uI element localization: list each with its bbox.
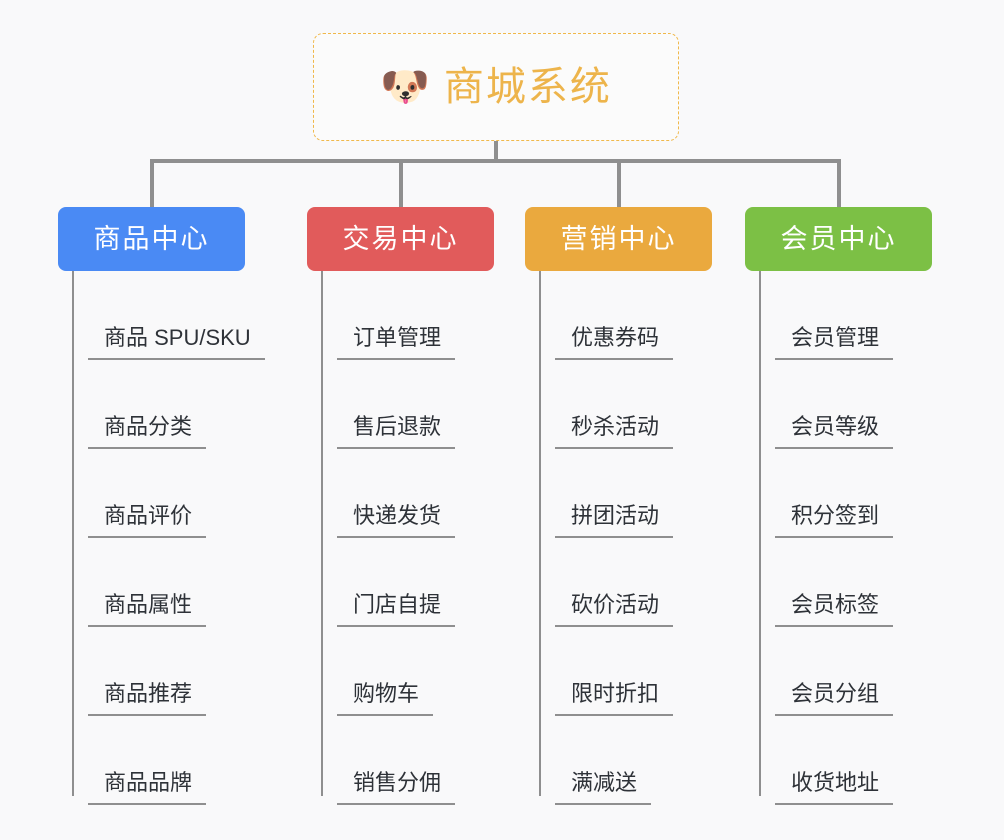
leaf-item[interactable]: 限时折扣 xyxy=(525,627,712,716)
leaf-label: 商品属性 xyxy=(88,594,207,627)
leaf-label: 满减送 xyxy=(555,772,652,805)
leaf-item[interactable]: 会员标签 xyxy=(745,538,932,627)
leaf-item[interactable]: 砍价活动 xyxy=(525,538,712,627)
category-label: 商品中心 xyxy=(93,223,210,254)
category-label: 交易中心 xyxy=(342,223,459,254)
connector-drop-1 xyxy=(150,159,154,209)
root-node[interactable]: 🐶 商城系统 xyxy=(313,33,679,141)
leaf-label: 会员管理 xyxy=(775,327,894,360)
leaf-trunk xyxy=(72,271,74,796)
connector-drop-3 xyxy=(617,159,621,209)
leaf-label: 秒杀活动 xyxy=(555,416,674,449)
leaf-label: 商品 SPU/SKU xyxy=(88,327,265,360)
leaf-item[interactable]: 会员管理 xyxy=(745,271,932,360)
leaf-label: 商品品牌 xyxy=(88,772,207,805)
category-column-trade-center: 交易中心 订单管理 售后退款 快递发货 门店自提 购物车 销售分佣 xyxy=(307,207,494,805)
leaf-trunk xyxy=(759,271,761,796)
leaf-list-product-center: 商品 SPU/SKU 商品分类 商品评价 商品属性 商品推荐 商品品牌 xyxy=(58,271,265,805)
leaf-item[interactable]: 门店自提 xyxy=(307,538,494,627)
leaf-label: 优惠券码 xyxy=(555,327,674,360)
leaf-item[interactable]: 会员等级 xyxy=(745,360,932,449)
leaf-item[interactable]: 商品分类 xyxy=(58,360,245,449)
leaf-item[interactable]: 商品品牌 xyxy=(58,716,245,805)
leaf-label: 限时折扣 xyxy=(555,683,674,716)
category-column-marketing-center: 营销中心 优惠券码 秒杀活动 拼团活动 砍价活动 限时折扣 满减送 xyxy=(525,207,712,805)
leaf-item[interactable]: 收货地址 xyxy=(745,716,932,805)
leaf-item[interactable]: 拼团活动 xyxy=(525,449,712,538)
dog-face-icon: 🐶 xyxy=(380,65,430,109)
category-header-trade-center[interactable]: 交易中心 xyxy=(307,207,494,271)
leaf-label: 拼团活动 xyxy=(555,505,674,538)
leaf-label: 购物车 xyxy=(337,683,434,716)
leaf-label: 商品分类 xyxy=(88,416,207,449)
leaf-label: 销售分佣 xyxy=(337,772,456,805)
leaf-item[interactable]: 会员分组 xyxy=(745,627,932,716)
category-header-marketing-center[interactable]: 营销中心 xyxy=(525,207,712,271)
leaf-label: 砍价活动 xyxy=(555,594,674,627)
leaf-item[interactable]: 订单管理 xyxy=(307,271,494,360)
category-header-member-center[interactable]: 会员中心 xyxy=(745,207,932,271)
leaf-label: 门店自提 xyxy=(337,594,456,627)
category-label: 营销中心 xyxy=(560,223,677,254)
leaf-trunk xyxy=(539,271,541,796)
leaf-label: 商品评价 xyxy=(88,505,207,538)
leaf-item[interactable]: 满减送 xyxy=(525,716,712,805)
leaf-label: 会员分组 xyxy=(775,683,894,716)
leaf-item[interactable]: 优惠券码 xyxy=(525,271,712,360)
leaf-list-trade-center: 订单管理 售后退款 快递发货 门店自提 购物车 销售分佣 xyxy=(307,271,494,805)
leaf-item[interactable]: 积分签到 xyxy=(745,449,932,538)
leaf-item[interactable]: 售后退款 xyxy=(307,360,494,449)
category-column-member-center: 会员中心 会员管理 会员等级 积分签到 会员标签 会员分组 收货地址 xyxy=(745,207,932,805)
leaf-list-member-center: 会员管理 会员等级 积分签到 会员标签 会员分组 收货地址 xyxy=(745,271,932,805)
category-header-product-center[interactable]: 商品中心 xyxy=(58,207,245,271)
connector-root-stem xyxy=(494,141,498,163)
leaf-label: 售后退款 xyxy=(337,416,456,449)
root-title: 商城系统 xyxy=(443,65,612,109)
leaf-list-marketing-center: 优惠券码 秒杀活动 拼团活动 砍价活动 限时折扣 满减送 xyxy=(525,271,712,805)
leaf-label: 订单管理 xyxy=(337,327,456,360)
category-column-product-center: 商品中心 商品 SPU/SKU 商品分类 商品评价 商品属性 商品推荐 商品品牌 xyxy=(58,207,265,805)
leaf-item[interactable]: 商品评价 xyxy=(58,449,245,538)
category-label: 会员中心 xyxy=(780,223,897,254)
leaf-label: 收货地址 xyxy=(775,772,894,805)
connector-bus xyxy=(150,159,841,163)
leaf-item[interactable]: 购物车 xyxy=(307,627,494,716)
leaf-label: 快递发货 xyxy=(337,505,456,538)
leaf-item[interactable]: 商品推荐 xyxy=(58,627,245,716)
leaf-item[interactable]: 快递发货 xyxy=(307,449,494,538)
leaf-item[interactable]: 销售分佣 xyxy=(307,716,494,805)
leaf-label: 积分签到 xyxy=(775,505,894,538)
leaf-item[interactable]: 商品 SPU/SKU xyxy=(58,271,265,360)
leaf-label: 会员标签 xyxy=(775,594,894,627)
leaf-item[interactable]: 商品属性 xyxy=(58,538,245,627)
leaf-item[interactable]: 秒杀活动 xyxy=(525,360,712,449)
leaf-label: 会员等级 xyxy=(775,416,894,449)
leaf-trunk xyxy=(321,271,323,796)
leaf-label: 商品推荐 xyxy=(88,683,207,716)
connector-drop-4 xyxy=(837,159,841,209)
connector-drop-2 xyxy=(399,159,403,209)
